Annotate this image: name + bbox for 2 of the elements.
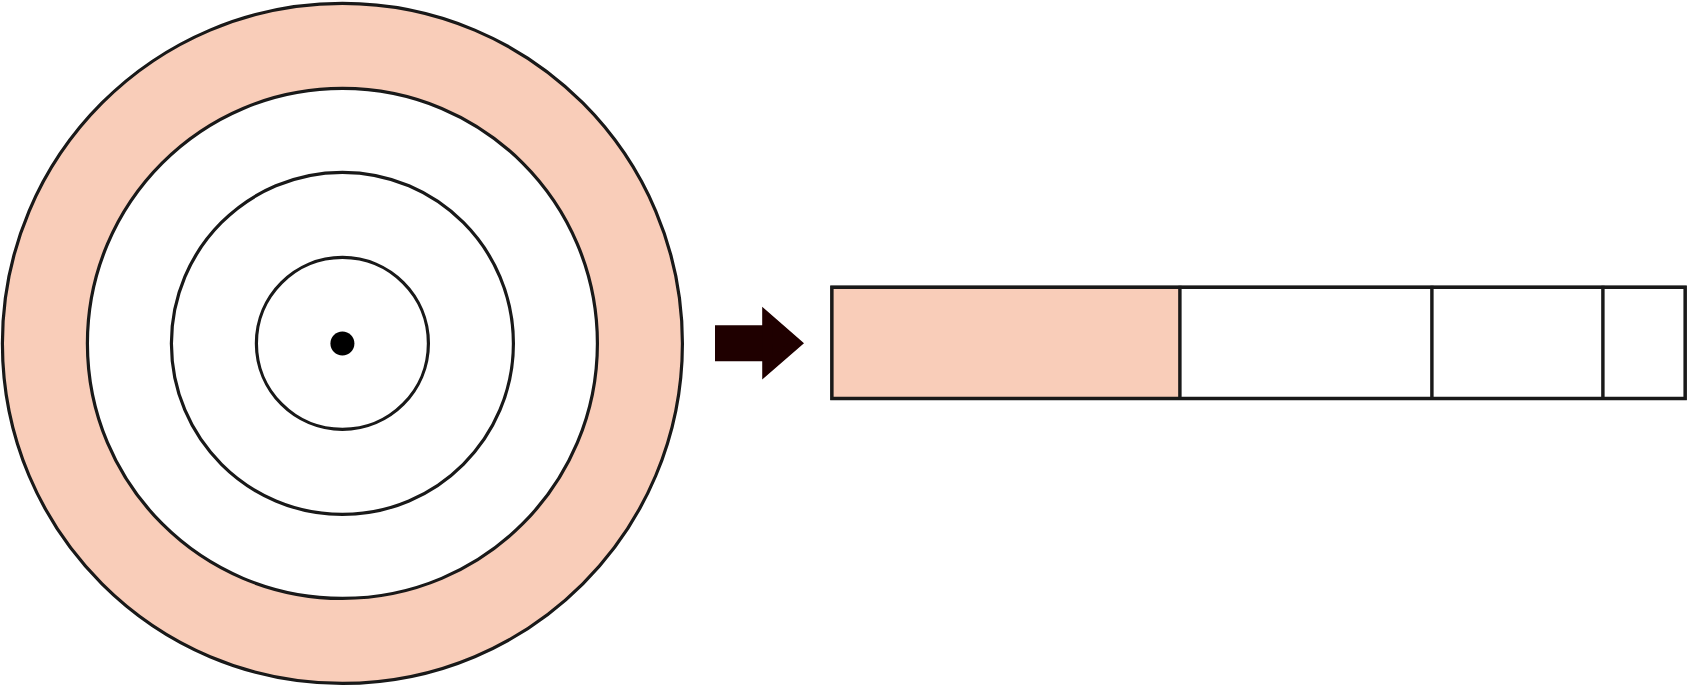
center-dot	[330, 331, 355, 356]
ring-circle	[254, 255, 430, 431]
